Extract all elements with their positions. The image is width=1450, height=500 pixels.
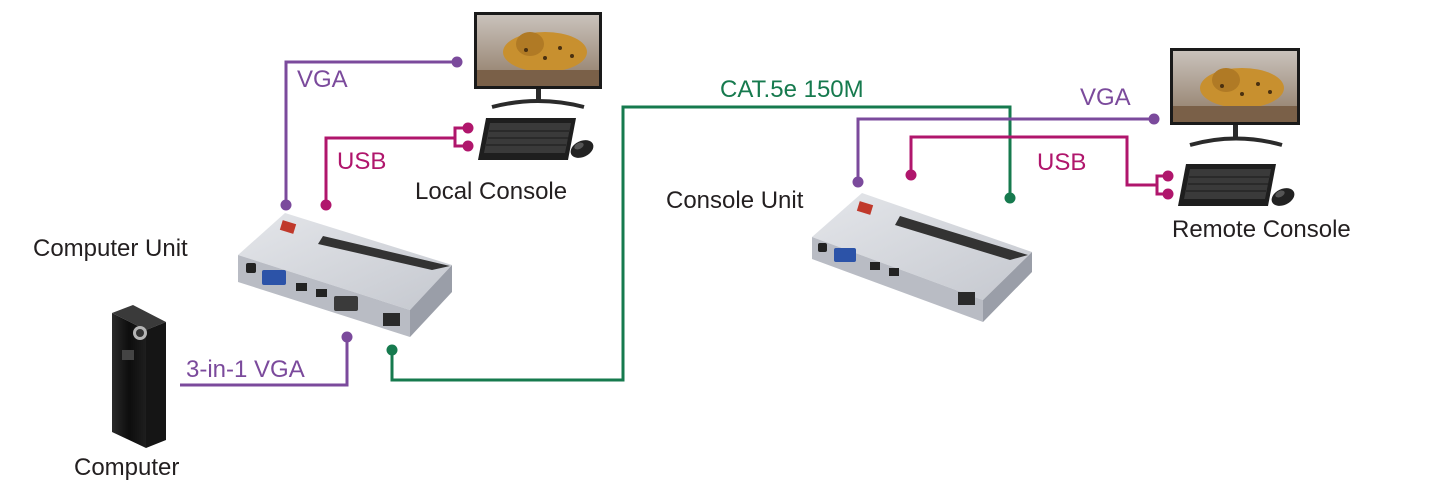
computer-label: Computer bbox=[74, 454, 179, 481]
cat5e-label: CAT.5e 150M bbox=[720, 76, 864, 103]
vga-cable-local-end-monitor bbox=[451, 56, 463, 68]
remote-console-label: Remote Console bbox=[1172, 216, 1351, 243]
vga-cable-local-end-unit bbox=[280, 199, 292, 211]
mouse-icon bbox=[570, 140, 594, 158]
vga-3in1-cable bbox=[180, 337, 349, 387]
usb-cable-local-end-2 bbox=[462, 140, 474, 152]
usb-cable-remote-end-unit bbox=[905, 169, 917, 181]
computer-unit-label: Computer Unit bbox=[33, 235, 188, 262]
usb-remote-label: USB bbox=[1037, 149, 1086, 176]
pc-tower-icon bbox=[112, 305, 166, 448]
usb-cable-remote bbox=[909, 135, 1157, 187]
usb-cable-remote-end-2 bbox=[1162, 188, 1174, 200]
vga-local-label: VGA bbox=[297, 66, 348, 93]
keyboard-icon bbox=[478, 118, 576, 160]
usb-cable-local-fork bbox=[453, 126, 468, 148]
usb-cable-local-end-unit bbox=[320, 199, 332, 211]
kvm-extender-icon bbox=[238, 213, 452, 337]
usb-cable-local-end-1 bbox=[462, 122, 474, 134]
vga-3in1-cable-end bbox=[341, 331, 353, 343]
cat5e-cable bbox=[390, 105, 1012, 382]
vga-cable-local bbox=[284, 60, 457, 205]
cat5e-cable-end-computer-unit bbox=[386, 344, 398, 356]
local-console-label: Local Console bbox=[415, 178, 567, 205]
monitor-icon bbox=[1170, 48, 1300, 147]
vga-cable-remote-end-unit bbox=[852, 176, 864, 188]
vga-cable-remote bbox=[856, 117, 1154, 182]
usb-local-label: USB bbox=[337, 148, 386, 175]
usb-cable-remote-end-1 bbox=[1162, 170, 1174, 182]
vga-3in1-label: 3-in-1 VGA bbox=[186, 356, 305, 383]
cat5e-cable-end-console-unit bbox=[1004, 192, 1016, 204]
keyboard-icon bbox=[1178, 164, 1276, 206]
vga-cable-remote-end-monitor bbox=[1148, 113, 1160, 125]
mouse-icon bbox=[1271, 188, 1295, 206]
kvm-extender-icon bbox=[812, 193, 1032, 322]
usb-cable-local bbox=[324, 136, 455, 205]
vga-remote-label: VGA bbox=[1080, 84, 1131, 111]
console-unit-label: Console Unit bbox=[666, 187, 804, 214]
monitor-icon bbox=[474, 12, 602, 109]
